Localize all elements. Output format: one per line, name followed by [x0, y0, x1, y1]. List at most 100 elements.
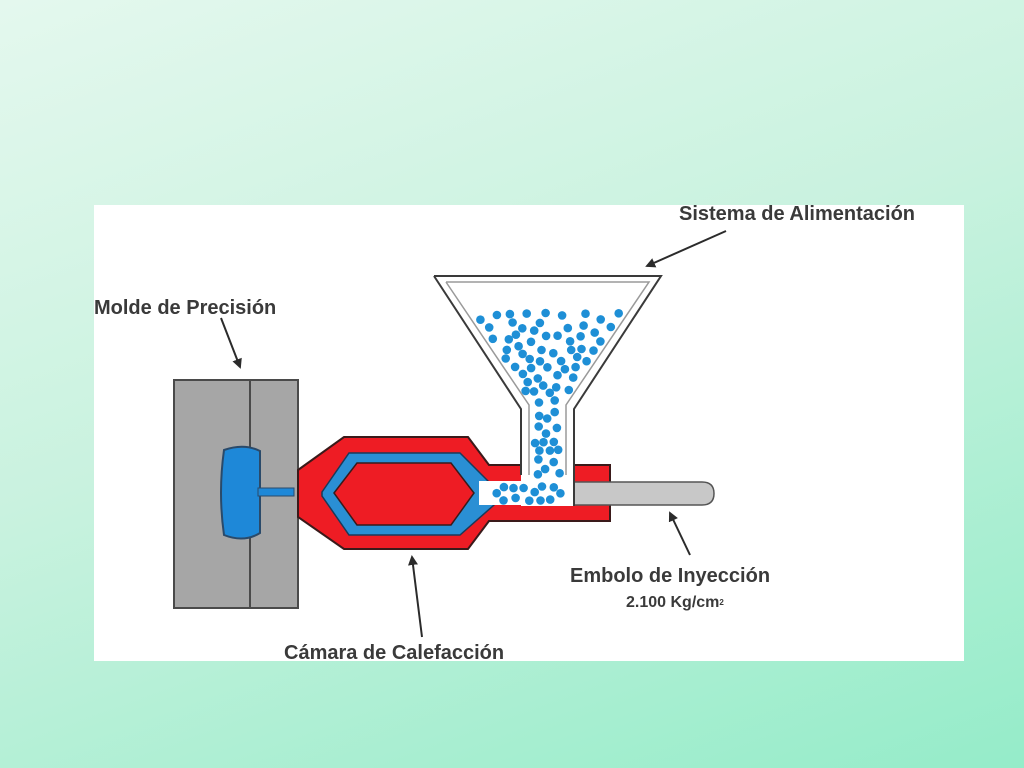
label-molde-precision: Molde de Precisión	[94, 297, 277, 319]
sprue-channel	[257, 487, 295, 497]
pellet	[553, 445, 563, 455]
pellet	[533, 374, 543, 383]
pellet	[529, 387, 539, 396]
pellet	[523, 377, 532, 387]
label-presion: 2.100 Kg/cm2	[626, 594, 724, 612]
pellet	[521, 386, 530, 396]
pellet	[533, 470, 543, 479]
pellet	[535, 318, 545, 328]
pellet	[577, 344, 586, 354]
pellet	[568, 373, 578, 382]
pellet	[501, 354, 511, 363]
pellet	[596, 337, 605, 346]
pellet	[553, 370, 562, 380]
precision-mold	[173, 379, 299, 609]
pellet	[576, 332, 585, 341]
label-camara-calefaccion: Cámara de Calefacción	[284, 642, 505, 664]
arrow-molde	[220, 317, 242, 369]
pellet	[555, 468, 564, 478]
pellet	[572, 352, 582, 362]
pellet	[549, 457, 558, 467]
pellet	[579, 321, 588, 330]
pellet	[566, 345, 576, 355]
pellet	[549, 483, 559, 492]
pellet	[518, 324, 527, 333]
pellet	[534, 422, 543, 431]
pellet	[535, 357, 545, 366]
pellet	[508, 318, 517, 327]
pellet	[534, 455, 543, 464]
pellet	[504, 335, 514, 344]
pellet	[536, 496, 545, 505]
presion-value: 2.100 Kg/cm	[626, 594, 720, 611]
pellet	[549, 437, 559, 447]
pellet	[514, 341, 523, 351]
arrow-sistema	[645, 230, 727, 268]
pellet	[556, 489, 565, 498]
pellet	[571, 362, 580, 372]
pellet	[518, 369, 528, 379]
pellet	[590, 328, 599, 337]
pellet	[542, 414, 552, 423]
pellet	[526, 363, 536, 373]
label-sistema-alimentacion: Sistema de Alimentación	[679, 203, 915, 225]
pellet	[549, 348, 558, 358]
pellet	[596, 315, 605, 324]
pellet	[529, 326, 539, 335]
pellet	[499, 496, 508, 505]
plastic-pellets	[476, 308, 623, 506]
pellet	[565, 337, 575, 346]
pellet	[484, 323, 494, 332]
pellet	[530, 487, 539, 497]
diagram-canvas	[173, 230, 727, 638]
pellet	[537, 345, 546, 355]
pellet	[502, 345, 512, 355]
pellet	[488, 334, 498, 344]
pellet	[545, 495, 555, 504]
pellet	[560, 364, 570, 374]
pellet	[510, 362, 520, 372]
feed-hopper	[433, 275, 663, 506]
pellet	[519, 483, 528, 493]
pellet	[582, 356, 591, 366]
pellet	[476, 315, 485, 324]
pellet	[550, 396, 559, 405]
pellet	[563, 323, 573, 333]
pellet	[557, 311, 567, 320]
arrow-camara	[408, 555, 423, 638]
pellet	[537, 482, 547, 491]
pellet	[535, 446, 544, 455]
pellet	[589, 346, 598, 355]
pellet	[492, 488, 502, 498]
pellet	[545, 388, 555, 398]
pellet	[545, 446, 555, 455]
pellet	[581, 309, 590, 318]
pellet	[539, 437, 548, 447]
pellet	[552, 423, 562, 433]
pellet	[492, 310, 502, 320]
pellet	[526, 337, 536, 347]
pellet	[518, 349, 527, 359]
pellet	[553, 331, 562, 340]
pellet	[525, 354, 534, 364]
pellet	[541, 429, 551, 438]
pellet	[530, 438, 540, 448]
arrow-embolo	[668, 511, 691, 556]
injection-plunger	[569, 481, 715, 506]
pellet	[509, 483, 518, 493]
label-embolo-inyeccion: Embolo de Inyección	[570, 565, 771, 587]
pellet	[534, 398, 544, 407]
pellet	[543, 363, 552, 372]
injection-molding-diagram: Sistema de Alimentación Molde de Precisi…	[94, 203, 964, 664]
pellet	[522, 309, 531, 318]
pellet	[499, 482, 509, 492]
pellet	[540, 464, 550, 474]
pellet	[534, 411, 544, 421]
pellet	[541, 308, 550, 318]
mold-cavity	[220, 445, 261, 540]
pellet	[551, 383, 561, 392]
pellet	[606, 322, 616, 332]
pellet	[541, 331, 551, 341]
pellet	[505, 309, 515, 319]
pellet	[564, 385, 574, 395]
